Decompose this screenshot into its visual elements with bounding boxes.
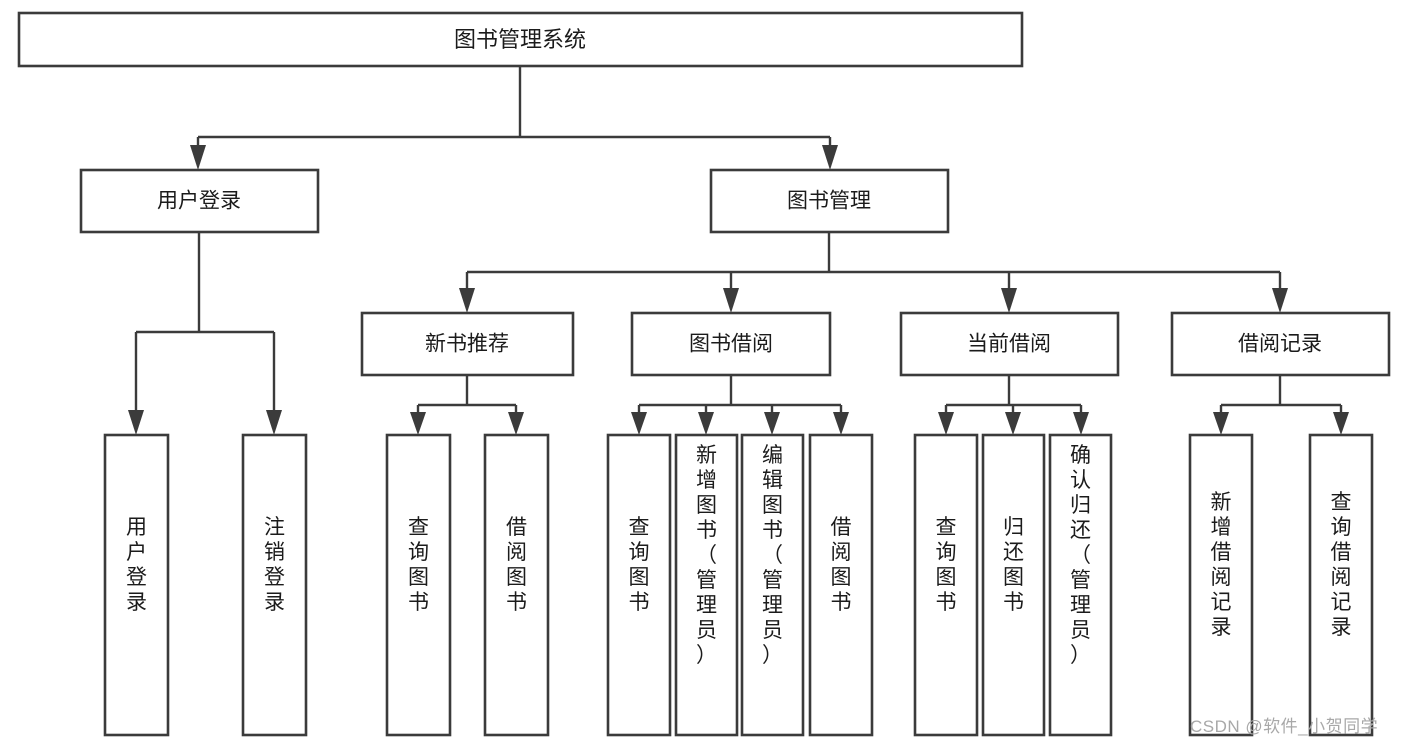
edge-new-book-recommend-to-leaves xyxy=(410,375,524,435)
edge-borrow-record-to-leaves xyxy=(1213,375,1349,435)
leaf-add-borrow-record[interactable] xyxy=(1188,433,1254,737)
node-borrow-record-label: 借阅记录 xyxy=(1238,333,1322,356)
leaf-confirm-return-admin[interactable] xyxy=(1048,433,1113,737)
leaf-borrow-book-recommend[interactable] xyxy=(483,433,550,737)
node-new-book-recommend[interactable] xyxy=(360,311,575,377)
node-new-book-recommend-label: 新书推荐 xyxy=(425,333,509,356)
leaf-query-book-recommend[interactable] xyxy=(385,433,452,737)
node-user-login-label: 用户登录 xyxy=(157,190,241,213)
leaf-logout[interactable] xyxy=(241,433,308,737)
leaf-user-login[interactable] xyxy=(103,433,170,737)
node-book-management-label: 图书管理 xyxy=(787,190,871,213)
leaf-borrow-book[interactable] xyxy=(808,433,874,737)
leaf-query-borrow-record[interactable] xyxy=(1308,433,1374,737)
node-root-system[interactable] xyxy=(17,11,1024,68)
leaf-edit-book-admin[interactable] xyxy=(740,433,805,737)
edge-user-login-to-leaves xyxy=(128,232,282,435)
leaf-query-book-borrow[interactable] xyxy=(606,433,672,737)
leaf-return-book[interactable] xyxy=(981,433,1046,737)
node-book-borrow-label: 图书借阅 xyxy=(689,333,773,356)
node-current-borrow-label: 当前借阅 xyxy=(967,333,1051,356)
edge-book-management-to-level3 xyxy=(459,232,1288,313)
node-current-borrow[interactable] xyxy=(899,311,1120,377)
leaf-query-book-current[interactable] xyxy=(913,433,979,737)
edge-root-to-level2 xyxy=(190,66,838,170)
edge-book-borrow-to-leaves xyxy=(631,375,849,435)
node-root-system-label: 图书管理系统 xyxy=(454,27,586,52)
leaf-add-book-admin[interactable] xyxy=(674,433,739,737)
node-user-login[interactable] xyxy=(79,168,320,234)
edge-current-borrow-to-leaves xyxy=(938,375,1089,435)
watermark-csdn: CSDN @软件_小贺同学 xyxy=(1190,717,1379,736)
